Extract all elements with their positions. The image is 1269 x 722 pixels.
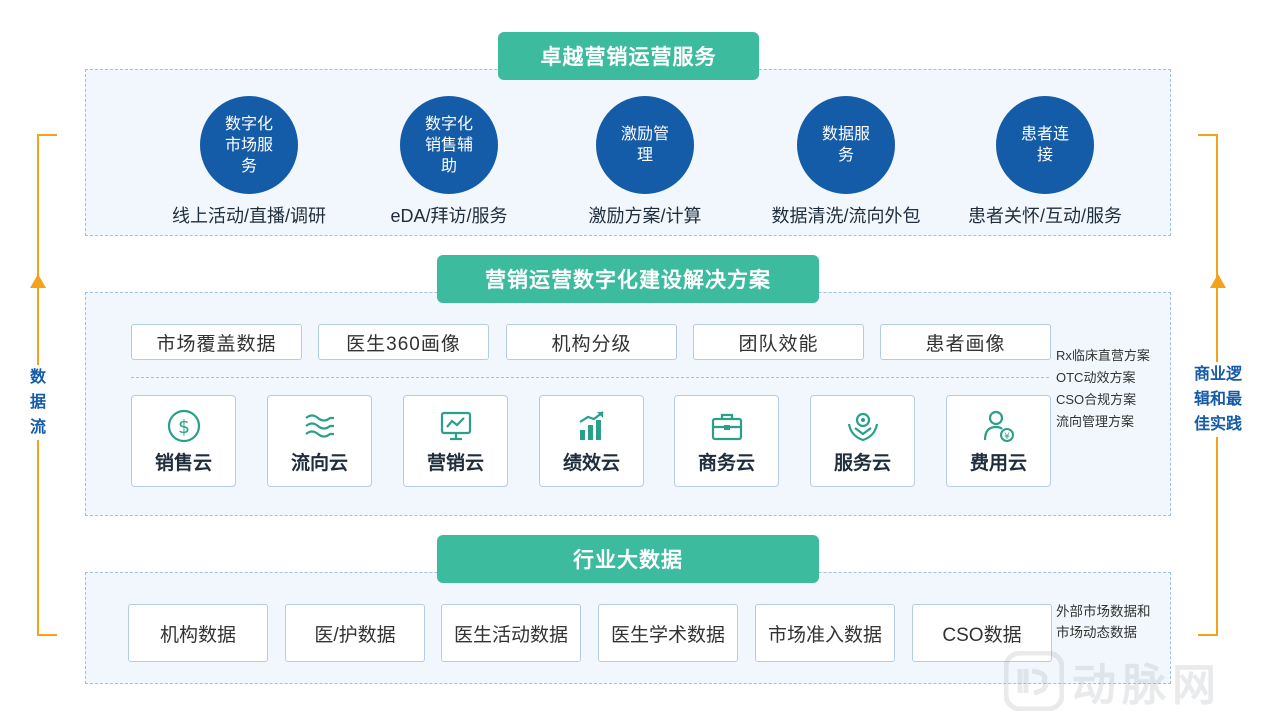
service-incentive: 激励管理 激励方案/计算 <box>546 96 744 228</box>
digital-solution-title: 营销运营数字化建设解决方案 <box>437 255 819 303</box>
service-sales-assist: 数字化销售辅助 eDA/拜访/服务 <box>350 96 548 228</box>
service-circle: 数据服务 <box>797 96 895 194</box>
cloud-performance: 绩效云 <box>539 395 644 487</box>
cloud-service: 服务云 <box>810 395 915 487</box>
cloud-label: 绩效云 <box>562 452 620 474</box>
monitor-chart-icon <box>440 411 471 440</box>
solution-notes: Rx临床直营方案 OTC动效方案 CSO合规方案 流向管理方案 <box>1056 345 1150 433</box>
up-arrow-right-icon <box>1210 274 1226 288</box>
service-patient: 患者连接 患者关怀/互动/服务 <box>946 96 1144 228</box>
dollar-coin-icon: $ <box>167 409 200 442</box>
service-circle: 数字化市场服务 <box>200 96 298 194</box>
industry-data-title: 行业大数据 <box>437 535 819 583</box>
watermark: 动脉网 <box>1004 646 1266 716</box>
data-market-access: 市场准入数据 <box>755 604 895 662</box>
service-caption: 线上活动/直播/调研 <box>171 206 326 226</box>
data-doctor-nurse: 医/护数据 <box>285 604 425 662</box>
cloud-label: 商务云 <box>697 452 755 474</box>
data-institution: 机构数据 <box>128 604 268 662</box>
section-divider <box>131 377 1049 378</box>
note-rx: Rx临床直营方案 <box>1056 348 1150 363</box>
user-yen-icon: ¥ <box>983 410 1014 442</box>
business-logic-text: 商业逻辑和最佳实践 <box>1193 366 1242 433</box>
marketing-services-title: 卓越营销运营服务 <box>498 32 759 80</box>
watermark-logo-icon <box>1004 651 1064 711</box>
chip-institution-grading: 机构分级 <box>506 324 677 360</box>
data-doctor-activity: 医生活动数据 <box>441 604 581 662</box>
flow-waves-icon <box>304 413 334 438</box>
service-marketing: 数字化市场服务 线上活动/直播/调研 <box>150 96 348 228</box>
chip-market-coverage: 市场覆盖数据 <box>131 324 302 360</box>
service-caption: eDA/拜访/服务 <box>390 206 508 226</box>
service-data: 数据服务 数据清洗/流向外包 <box>747 96 945 228</box>
bar-growth-icon <box>578 410 604 440</box>
service-circle: 数字化销售辅助 <box>400 96 498 194</box>
note-cso: CSO合规方案 <box>1056 392 1137 407</box>
note-flow: 流向管理方案 <box>1056 414 1135 429</box>
cloud-expense: ¥ 费用云 <box>946 395 1051 487</box>
data-flow-text: 数据流 <box>30 369 47 436</box>
cloud-label: 服务云 <box>833 452 891 474</box>
cloud-business: 商务云 <box>674 395 779 487</box>
cloud-flow: 流向云 <box>267 395 372 487</box>
cloud-sales: $ 销售云 <box>131 395 236 487</box>
watermark-text: 动脉网 <box>1072 661 1222 710</box>
cloud-marketing: 营销云 <box>403 395 508 487</box>
svg-text:$: $ <box>177 416 189 438</box>
service-circle: 患者连接 <box>996 96 1094 194</box>
service-circle: 激励管理 <box>596 96 694 194</box>
data-doctor-academic: 医生学术数据 <box>598 604 738 662</box>
service-caption: 激励方案/计算 <box>588 206 702 226</box>
cloud-label: 营销云 <box>426 452 484 474</box>
cloud-label: 销售云 <box>154 452 212 474</box>
chip-doctor-360: 医生360画像 <box>318 324 489 360</box>
chip-patient-portrait: 患者画像 <box>880 324 1051 360</box>
business-logic-label: 商业逻辑和最佳实践 <box>1182 362 1254 437</box>
data-cso: CSO数据 <box>912 604 1052 662</box>
service-caption: 数据清洗/流向外包 <box>771 206 921 226</box>
briefcase-icon <box>711 413 742 440</box>
data-flow-label: 数据流 <box>22 365 54 440</box>
chip-team-efficiency: 团队效能 <box>693 324 864 360</box>
note-otc: OTC动效方案 <box>1056 370 1136 385</box>
service-caption: 患者关怀/互动/服务 <box>967 206 1122 226</box>
cloud-label: 费用云 <box>969 452 1027 474</box>
service-hands-icon <box>847 412 878 441</box>
cloud-label: 流向云 <box>290 452 348 474</box>
up-arrow-left-icon <box>30 274 46 288</box>
svg-text:¥: ¥ <box>1004 432 1010 442</box>
external-data-note: 外部市场数据和市场动态数据 <box>1056 604 1151 640</box>
